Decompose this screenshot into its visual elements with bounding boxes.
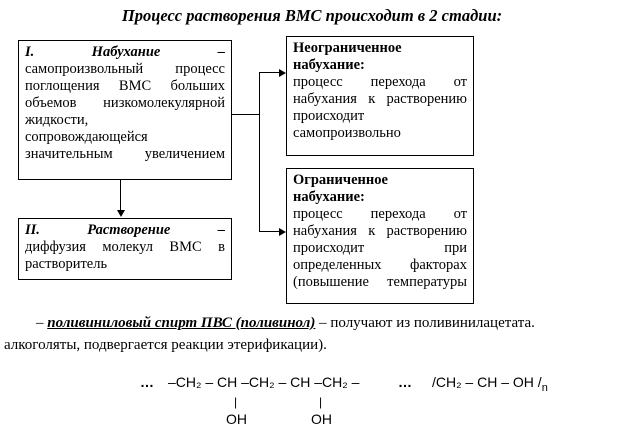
formula-chain: –CH₂ – CH –CH₂ – CH –CH₂ – xyxy=(168,374,360,390)
unlimited-line: набухания к растворению xyxy=(293,91,467,107)
stage2-heading: II. Растворение – xyxy=(25,222,225,239)
stage1-heading-text: I. Набухание – xyxy=(25,44,225,60)
limited-line: определенных факторах xyxy=(293,257,467,273)
unlimited-line: процесс перехода от xyxy=(293,74,467,90)
arrow-down-icon xyxy=(116,210,125,217)
arrow-right-icon xyxy=(279,68,286,77)
paragraph-line2: алкоголяты, подвергается реакции этерифи… xyxy=(4,337,327,353)
formula-ellipsis-right: … xyxy=(398,374,412,390)
unlimited-heading: Неограниченное xyxy=(293,40,402,56)
stage2-line: растворитель xyxy=(25,256,108,272)
page-title: Процесс растворения ВМС происходит в 2 с… xyxy=(121,6,503,25)
stage2-heading-text: II. Растворение – xyxy=(25,222,225,238)
formula-repeat: /CH₂ – CH – OH / xyxy=(432,374,542,390)
unlimited-heading: набухание: xyxy=(293,57,365,73)
stage1-line: сопровождающейся xyxy=(25,129,148,145)
stage1-heading: I. Набухание – xyxy=(25,44,225,61)
formula-bond: | xyxy=(319,395,323,409)
unlimited-line: самопроизвольно xyxy=(293,125,401,141)
paragraph-term: поливиниловый спирт ПВС (поливинол) xyxy=(47,315,316,331)
formula-oh: OH xyxy=(311,411,332,427)
stage1-line: объемов низкомолекулярной xyxy=(25,95,225,111)
paragraph: – поливиниловый спирт ПВС (поливинол) – … xyxy=(36,312,624,334)
stage2-box: II. Растворение – диффузия молекул ВМС в… xyxy=(18,218,232,280)
formula-subscript: n xyxy=(541,381,548,394)
paragraph-rest: – получают из поливинилацетата. xyxy=(315,315,535,331)
stage2-line: диффузия молекул ВМС в xyxy=(25,239,225,255)
limited-line: (повышение температуры xyxy=(293,274,467,290)
paragraph-dash: – xyxy=(36,315,48,331)
limited-swelling-box: Ограниченное набухание: процесс перехода… xyxy=(286,168,474,304)
stage1-line: самопроизвольный процесс xyxy=(25,61,225,77)
limited-line: происходит при xyxy=(293,240,467,256)
stage1-box: I. Набухание – самопроизвольный процесс … xyxy=(18,40,232,180)
connector-line xyxy=(259,231,279,233)
limited-line: набухания к растворению xyxy=(293,223,467,239)
connector-line xyxy=(259,72,279,74)
stage1-line: жидкости, xyxy=(25,112,89,128)
stage1-line: значительным увеличением xyxy=(25,146,225,162)
formula-ellipsis-left: … xyxy=(140,374,154,390)
unlimited-swelling-box: Неограниченное набухание: процесс перехо… xyxy=(286,36,474,156)
formula-bond: | xyxy=(234,395,238,409)
connector-line xyxy=(259,72,261,232)
limited-line: процесс перехода от xyxy=(293,206,467,222)
connector-line xyxy=(120,180,122,211)
limited-heading: набухание: xyxy=(293,189,365,205)
connector-line xyxy=(232,114,260,116)
unlimited-line: происходит xyxy=(293,108,365,124)
arrow-right-icon xyxy=(279,227,286,236)
formula-repeat-unit: /CH₂ – CH – OH /n xyxy=(432,374,548,394)
formula-oh: OH xyxy=(226,411,247,427)
limited-heading: Ограниченное xyxy=(293,172,388,188)
stage1-line: поглощения ВМС больших xyxy=(25,78,225,94)
